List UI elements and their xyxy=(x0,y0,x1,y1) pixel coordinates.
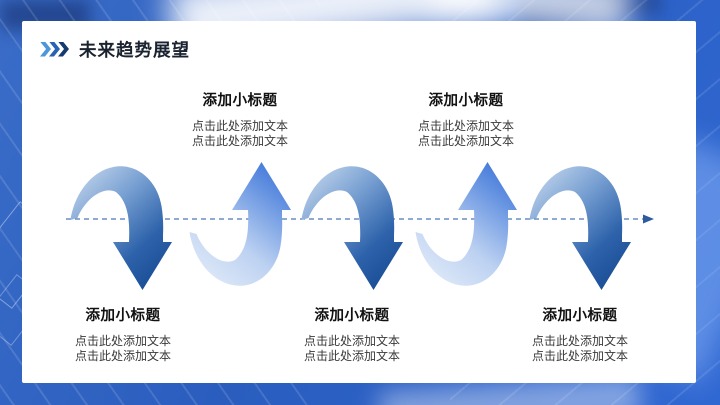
subtitle-heading[interactable]: 添加小标题 xyxy=(202,93,278,109)
placeholder-text[interactable]: 点击此处添加文本 xyxy=(303,348,400,363)
trend-arrow-up xyxy=(415,162,517,286)
trend-arrow-down xyxy=(529,166,631,290)
bottom-label-3[interactable]: 添加小标题 点击此处添加文本 点击此处添加文本 xyxy=(490,304,670,363)
placeholder-text[interactable]: 点击此处添加文本 xyxy=(74,348,171,363)
triple-chevron-right-icon xyxy=(40,41,69,57)
subtitle-heading[interactable]: 添加小标题 xyxy=(85,308,161,324)
top-label-1[interactable]: 添加小标题 点击此处添加文本 点击此处添加文本 xyxy=(150,89,330,148)
placeholder-text[interactable]: 点击此处添加文本 xyxy=(74,334,171,348)
subtitle-heading[interactable]: 添加小标题 xyxy=(542,308,618,324)
chevron-icon xyxy=(40,41,51,57)
subtitle-heading[interactable]: 添加小标题 xyxy=(428,93,504,109)
bottom-label-1[interactable]: 添加小标题 点击此处添加文本 点击此处添加文本 xyxy=(33,304,213,363)
top-label-2[interactable]: 添加小标题 点击此处添加文本 点击此处添加文本 xyxy=(376,89,556,148)
placeholder-text[interactable]: 点击此处添加文本 xyxy=(417,119,514,133)
placeholder-text[interactable]: 点击此处添加文本 xyxy=(531,334,628,348)
trend-arrow-down xyxy=(70,166,172,290)
subtitle-heading[interactable]: 添加小标题 xyxy=(314,308,390,324)
placeholder-text[interactable]: 点击此处添加文本 xyxy=(531,348,628,363)
right-arrow-icon xyxy=(643,214,654,224)
placeholder-text[interactable]: 点击此处添加文本 xyxy=(417,133,514,148)
placeholder-text[interactable]: 点击此处添加文本 xyxy=(191,133,288,148)
trend-arrow-up xyxy=(189,162,291,286)
placeholder-text[interactable]: 点击此处添加文本 xyxy=(303,334,400,348)
slide-header: 未来趋势展望 xyxy=(40,35,190,63)
bottom-label-2[interactable]: 添加小标题 点击此处添加文本 点击此处添加文本 xyxy=(262,304,442,363)
trend-arrow-down xyxy=(301,166,403,290)
placeholder-text[interactable]: 点击此处添加文本 xyxy=(191,119,288,133)
dashed-timeline xyxy=(66,214,654,224)
slide-title: 未来趋势展望 xyxy=(79,39,190,60)
slide-card: 未来趋势展望 添加小标题 点击此处添加文本 点击此处添加文本 添加小标题 点击此… xyxy=(22,21,696,383)
